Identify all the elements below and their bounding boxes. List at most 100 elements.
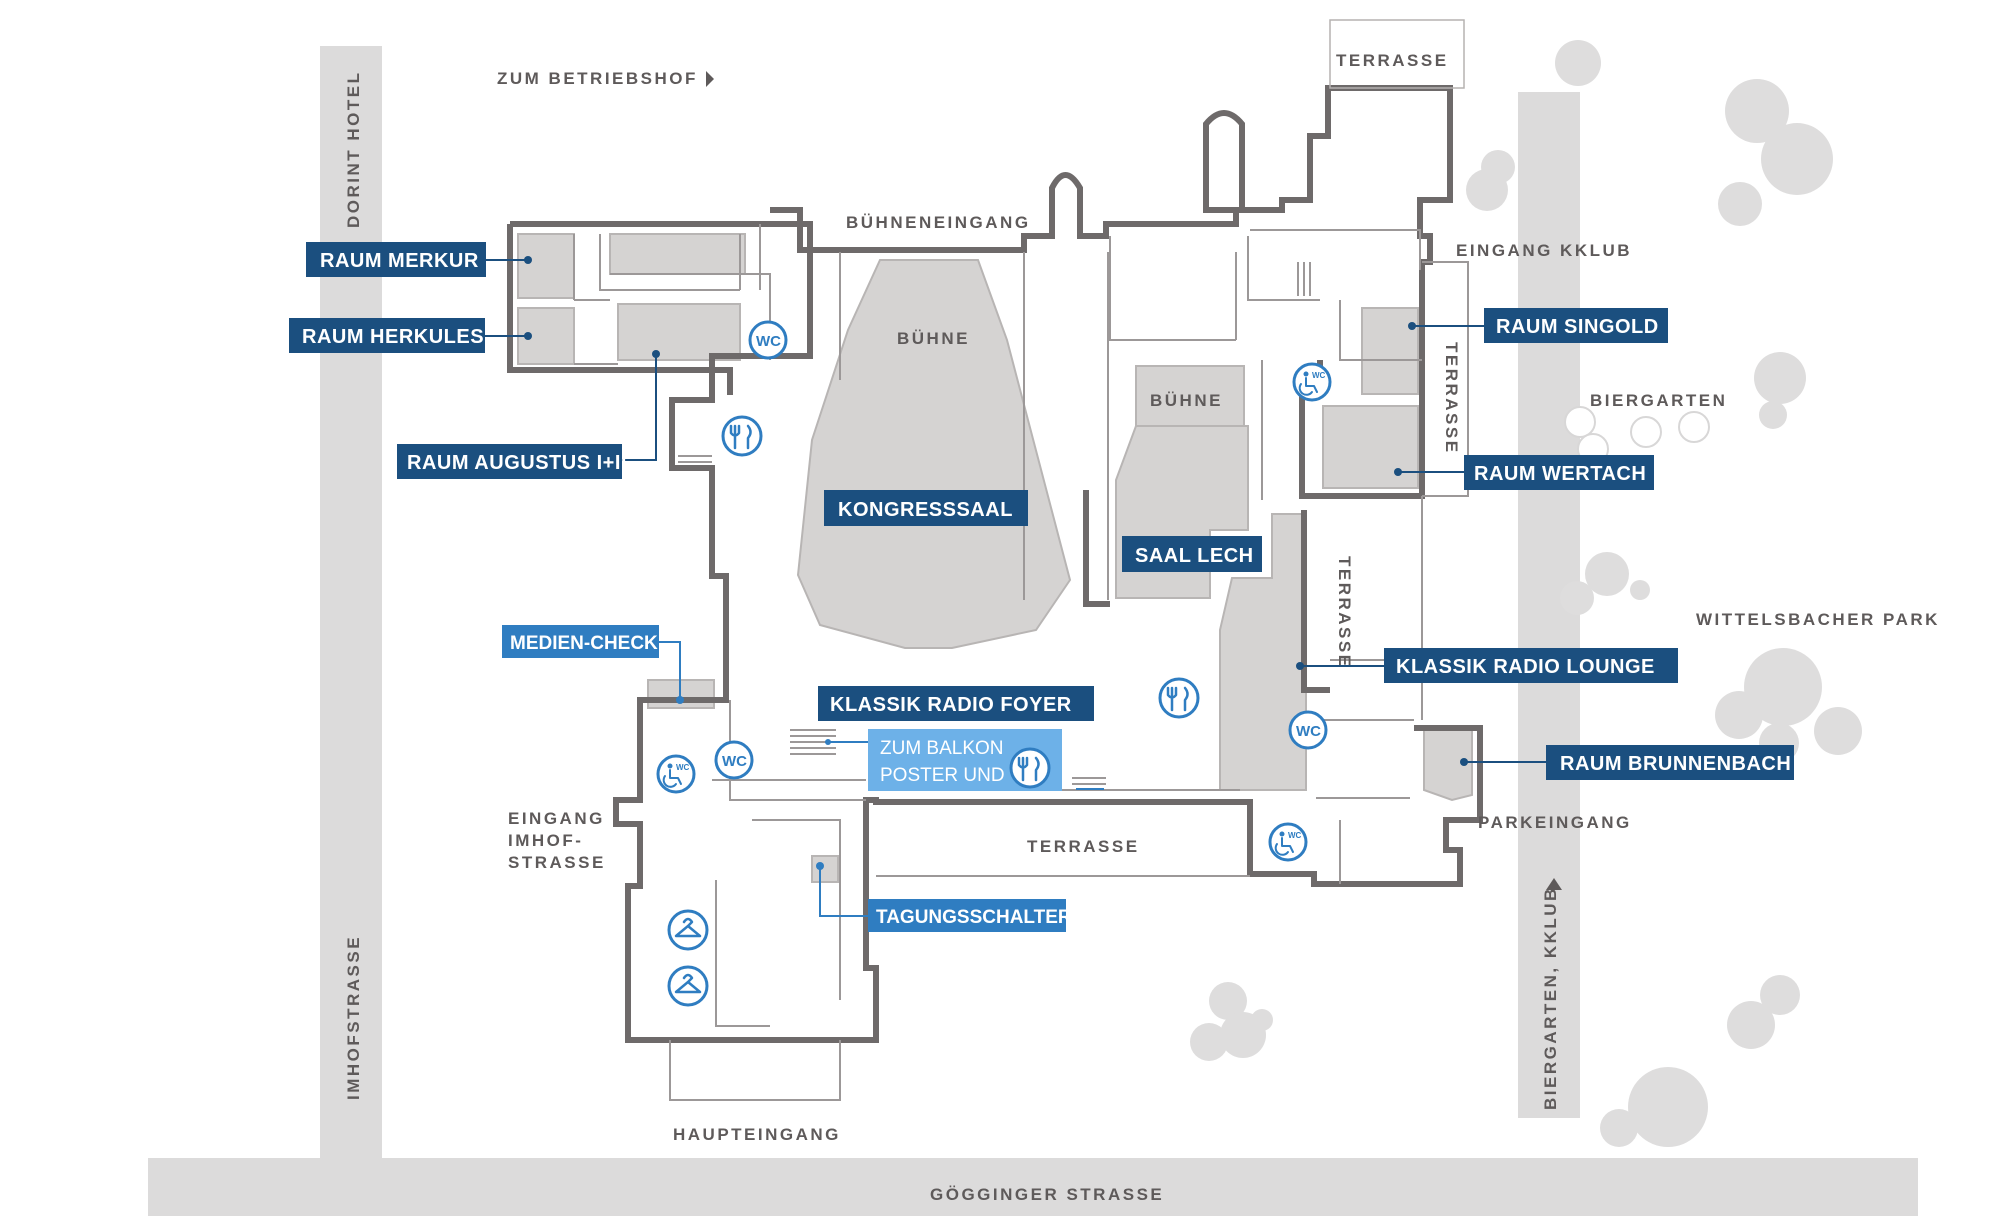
goegginger-road: [148, 1158, 1918, 1216]
lounge-east-wall: [1301, 510, 1330, 693]
raum-brunnenbach-label: RAUM BRUNNENBACH: [1560, 753, 1791, 775]
east-lines: [1316, 500, 1423, 884]
entrance-lines: [669, 261, 1469, 1101]
saal-lech-box[interactable]: [1122, 536, 1262, 572]
tree: [1718, 182, 1762, 226]
klassik-foyer-box[interactable]: [818, 686, 1094, 721]
accessible-wc-icon: WC: [656, 754, 696, 794]
dorint-hotel-label: DORINT HOTEL: [344, 71, 363, 229]
raum-singold-box[interactable]: [1484, 308, 1668, 343]
terrasse-right-label: TERRASSE: [1442, 342, 1461, 455]
kongresssaal-box[interactable]: [824, 490, 1028, 526]
svg-text:WC: WC: [676, 763, 690, 772]
outer-wall-north-east: [770, 85, 1453, 499]
restaurant-icon: [1158, 677, 1200, 719]
raum-augustus-label: RAUM AUGUSTUS I+II: [407, 452, 627, 474]
lech-west-wall: [1083, 490, 1110, 607]
tagungsschalter-label: TAGUNGSSCHALTER: [876, 907, 1072, 928]
tree: [1251, 1009, 1273, 1031]
medien-check-label: MEDIEN-CHECK: [510, 633, 658, 654]
raum-singold-label: RAUM SINGOLD: [1496, 316, 1659, 338]
leader-dot: [652, 350, 660, 358]
tree: [1466, 169, 1508, 211]
raum-wertach-box[interactable]: [1464, 455, 1654, 490]
imhofstrasse-label: IMHOFSTRASSE: [344, 935, 363, 1100]
eingang-kklub-label: EINGANG KKLUB: [1456, 241, 1632, 260]
medien-check-box[interactable]: [502, 625, 659, 658]
haupteingang-label: HAUPTEINGANG: [673, 1125, 841, 1144]
terrasse-bottom-label: TERRASSE: [1027, 837, 1140, 856]
leader-lines: [485, 256, 1546, 917]
tree: [1630, 580, 1650, 600]
svg-text:WC: WC: [722, 753, 747, 770]
eingang-imhof-line1: EINGANG: [508, 809, 605, 828]
raum-merkur-box[interactable]: [306, 242, 486, 277]
room-merkur-fill: [517, 233, 575, 299]
street-labels: ZUM BETRIEBSHOF DORINT HOTEL IMHOFSTRASS…: [344, 51, 1937, 1204]
tree: [1761, 123, 1833, 195]
tree: [1814, 707, 1862, 755]
room-small-fill: [609, 233, 746, 275]
icons: WC WC WC WC WC WC: [656, 320, 1332, 1007]
terrasse-mid-label: TERRASSE: [1335, 556, 1354, 669]
klassik-lounge-box[interactable]: [1384, 648, 1678, 683]
buehne-main-label: BÜHNE: [897, 329, 970, 348]
buehneneingang-label: BÜHNENEINGANG: [846, 213, 1031, 232]
parasol: [1630, 416, 1662, 448]
room-labels: RAUM MERKUR RAUM HERKULES RAUM AUGUSTUS …: [289, 242, 1794, 932]
tree: [1560, 581, 1594, 615]
wing-north-wall: [507, 224, 733, 395]
room-singold-fill: [1361, 307, 1419, 395]
leader-dot: [1408, 322, 1416, 330]
raum-augustus-box[interactable]: [397, 444, 622, 479]
tree: [1760, 975, 1800, 1015]
biergarten-kklub-label: BIERGARTEN, KKLUB: [1541, 886, 1560, 1110]
wc-icon: WC: [714, 740, 754, 780]
stair-foyer-west: [790, 729, 836, 755]
raum-brunnenbach-box[interactable]: [1546, 745, 1794, 780]
biergarten-label: BIERGARTEN: [1590, 391, 1727, 410]
tree: [1190, 1023, 1228, 1061]
eingang-imhof-line2: IMHOF-: [508, 831, 583, 850]
tree: [1754, 352, 1806, 404]
stair-west: [678, 455, 712, 463]
centre-lines: [839, 229, 1422, 600]
direction-arrow-icon: [1546, 878, 1562, 890]
cloakroom-icon: [667, 909, 709, 951]
tree: [1600, 1109, 1638, 1147]
raum-herkules-label: RAUM HERKULES: [302, 326, 484, 348]
stairs: [678, 262, 1311, 791]
parkeingang-label: PARKEINGANG: [1478, 813, 1632, 832]
raum-herkules-box[interactable]: [289, 318, 485, 353]
svg-text:WC: WC: [1288, 831, 1302, 840]
restaurant-icon: [721, 415, 763, 457]
north-wing-lines: [573, 224, 771, 365]
leader-dot: [524, 256, 532, 264]
accessible-wc-icon: WC: [1292, 362, 1332, 402]
leader-dot: [816, 862, 824, 870]
tree: [1555, 40, 1601, 86]
zum-betriebshof-label: ZUM BETRIEBSHOF: [497, 69, 698, 88]
leader-dot: [676, 696, 684, 704]
terrasse-top-label: TERRASSE: [1336, 51, 1449, 70]
wc-icon: WC: [1288, 710, 1328, 750]
room-augustus-fill: [617, 303, 741, 361]
tree: [1727, 1001, 1775, 1049]
tagungsschalter-fill: [811, 855, 839, 883]
tagungsschalter-box[interactable]: [868, 899, 1066, 932]
saal-lech-label: SAAL LECH: [1135, 545, 1254, 567]
room-wertach-fill: [1322, 405, 1419, 489]
stair-east: [1297, 262, 1311, 296]
tree: [1759, 401, 1787, 429]
direction-arrow-icon: [706, 71, 714, 87]
leader-dot: [1394, 468, 1402, 476]
restaurant-icon: [1009, 747, 1051, 789]
terrace-top-outline: [1329, 19, 1465, 89]
leader-dot: [524, 332, 532, 340]
svg-text:WC: WC: [1312, 371, 1326, 380]
tree: [1715, 691, 1763, 739]
svg-text:WC: WC: [756, 333, 781, 350]
tree: [1744, 648, 1822, 726]
raum-merkur-label: RAUM MERKUR: [320, 250, 479, 272]
